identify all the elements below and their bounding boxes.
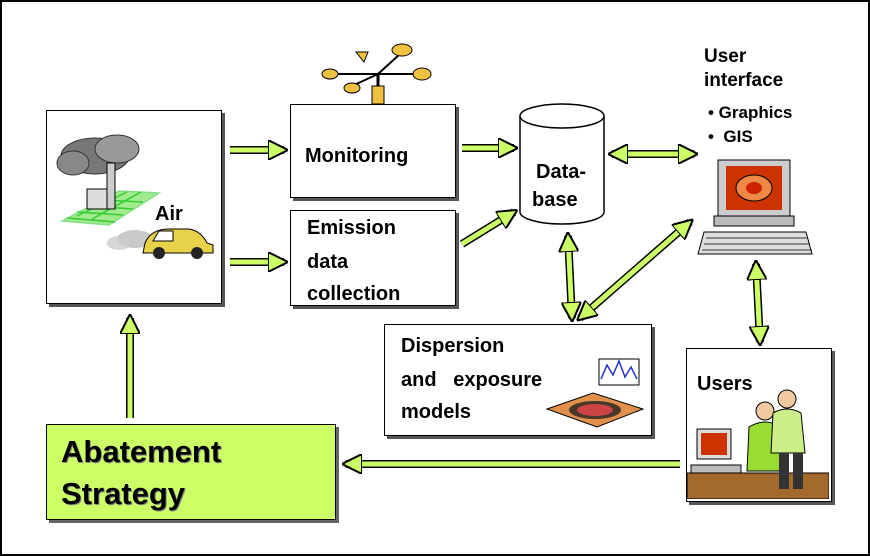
anemometer-icon bbox=[321, 43, 432, 105]
dispersion-line3: models bbox=[401, 401, 472, 423]
arrow-ui-users bbox=[756, 264, 760, 342]
database-line2: base bbox=[532, 189, 578, 211]
factory-icon bbox=[86, 162, 116, 210]
emission-box: Emission data collection bbox=[290, 210, 456, 306]
abatement-strategy-box: Abatement Strategy bbox=[46, 424, 336, 520]
arrow-ui-dispersion bbox=[580, 222, 690, 318]
arrow-emission-to-database bbox=[459, 208, 514, 248]
emission-line3: collection bbox=[307, 283, 401, 305]
air-label: Air bbox=[155, 203, 183, 225]
users-label: Users bbox=[697, 373, 753, 395]
dispersion-box: Dispersion and exposure models bbox=[384, 324, 652, 436]
ui-bullet1: • Graphics bbox=[708, 103, 792, 122]
emission-line1: Emission bbox=[307, 217, 396, 239]
computer-gis-icon bbox=[697, 159, 813, 255]
air-box: Air bbox=[46, 110, 222, 304]
air-illustration bbox=[56, 134, 214, 259]
abatement-line1: Abatement bbox=[61, 434, 222, 469]
monitoring-label: Monitoring bbox=[305, 145, 409, 167]
users-illustration bbox=[686, 389, 830, 500]
dispersion-map-icon bbox=[545, 358, 645, 428]
ui-line1: User bbox=[704, 46, 747, 67]
ui-bullet2: • GIS bbox=[708, 127, 753, 146]
users-box: Users bbox=[686, 348, 832, 502]
database-cylinder-icon bbox=[519, 103, 605, 225]
monitoring-box: Monitoring bbox=[290, 104, 456, 198]
emission-line2: data bbox=[307, 251, 349, 273]
dispersion-line2: and exposure bbox=[401, 369, 543, 391]
dispersion-line1: Dispersion bbox=[401, 335, 505, 357]
people-at-computer-icon bbox=[686, 389, 830, 500]
database-line1: Data- bbox=[536, 161, 586, 183]
abatement-line2: Strategy bbox=[61, 476, 186, 511]
arrow-database-dispersion bbox=[568, 236, 572, 318]
car-icon bbox=[107, 228, 214, 259]
ui-line2: interface bbox=[704, 70, 783, 91]
